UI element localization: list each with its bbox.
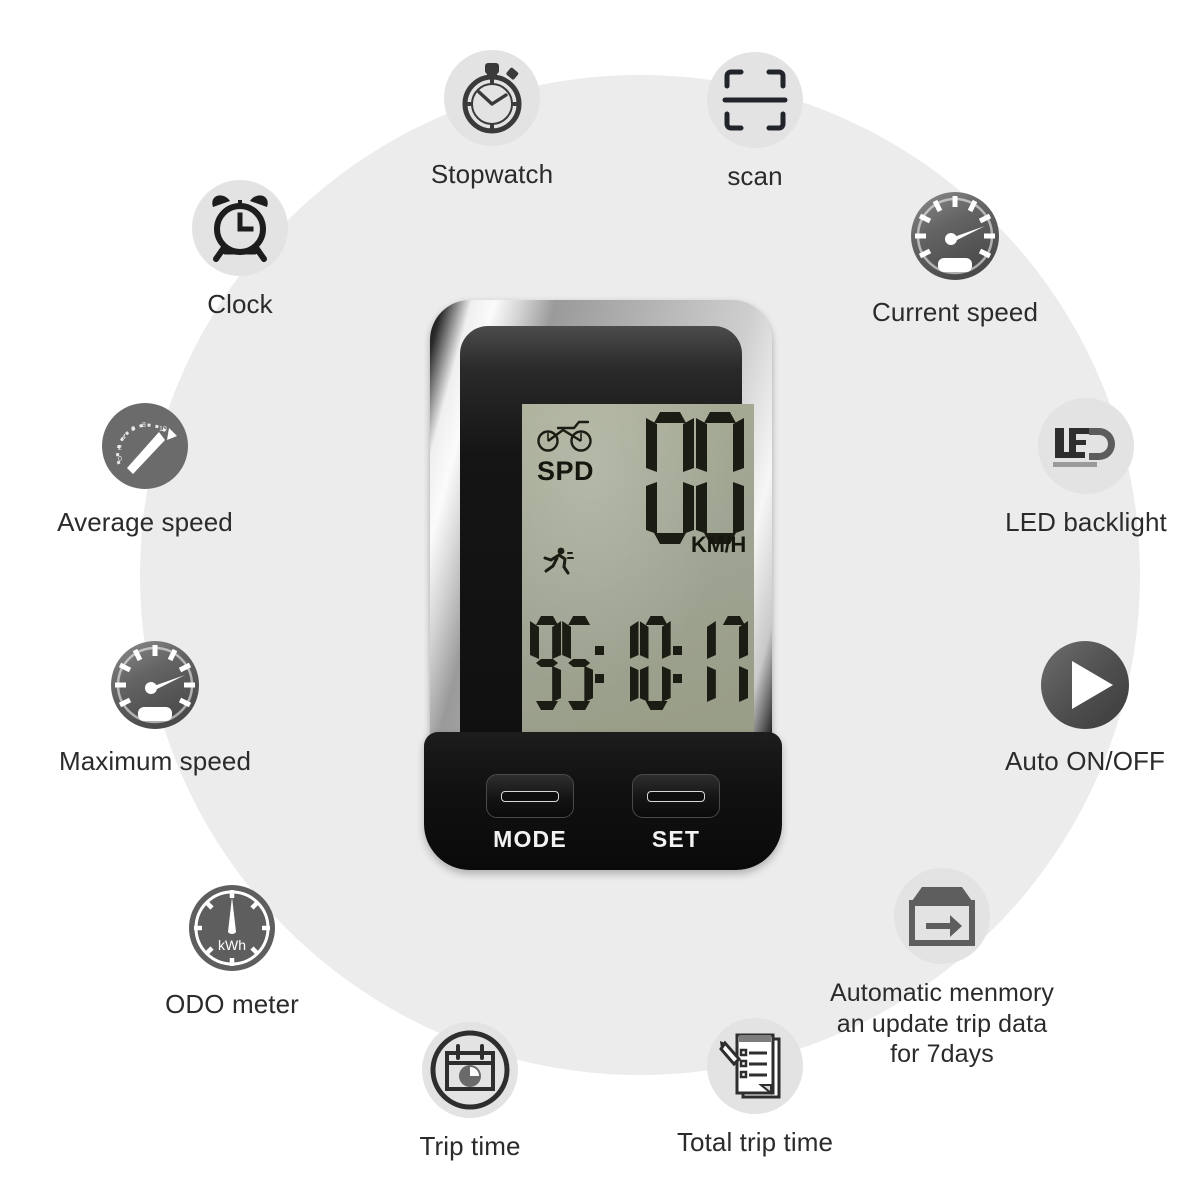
mode-button-label: MODE	[493, 826, 567, 852]
feature-label: LED backlight	[1005, 507, 1167, 537]
speedometer-icon	[907, 188, 1003, 284]
feature-average-speed[interactable]: 0 2 4 6 8 10 Average speed	[0, 398, 295, 538]
feature-trip-time[interactable]: Trip time	[320, 1022, 620, 1162]
svg-text:6: 6	[131, 426, 135, 433]
feature-led-backlight[interactable]: LED backlight	[936, 398, 1200, 538]
lcd-upper-section: SPD	[522, 404, 754, 600]
lcd-speed-value	[646, 412, 744, 544]
svg-text:4: 4	[122, 434, 126, 441]
feature-label: Average speed	[57, 507, 233, 537]
feature-label: Auto ON/OFF	[1004, 746, 1166, 776]
seven-segment-digit	[562, 616, 593, 710]
feature-label: Trip time	[419, 1131, 521, 1161]
calendar-clock-icon	[422, 1022, 518, 1118]
lcd-speed-unit: KM/H	[690, 532, 746, 557]
lcd-colon	[594, 616, 606, 710]
mode-button[interactable]	[486, 774, 574, 818]
lcd-mode-label: SPD	[537, 456, 595, 486]
runner-icon	[543, 547, 574, 575]
gauge-unit-label: kWh	[218, 937, 246, 953]
device-base: MODE SET	[424, 732, 782, 870]
average-gauge-icon: 0 2 4 6 8 10	[97, 398, 193, 494]
seven-segment-digit	[607, 616, 638, 710]
lcd-screen: SPD	[522, 404, 754, 734]
feature-label: Current speed	[871, 297, 1039, 327]
feature-current-speed[interactable]: Current speed	[805, 188, 1105, 328]
stopwatch-icon	[444, 50, 540, 146]
feature-label: ODO meter	[165, 989, 299, 1019]
feature-automatic-memory[interactable]: Automatic menmory an update trip data fo…	[792, 868, 1092, 1070]
clipboard-pencil-icon	[707, 1018, 803, 1114]
feature-label: scan	[727, 161, 783, 191]
led-logo-icon	[1038, 398, 1134, 494]
feature-total-trip-time[interactable]: Total trip time	[605, 1018, 905, 1158]
play-circle-icon	[1037, 637, 1133, 733]
seven-segment-digit	[685, 616, 716, 710]
feature-clock[interactable]: Clock	[90, 180, 390, 320]
feature-odo-meter[interactable]: kWh ODO meter	[82, 880, 382, 1020]
device-bezel: SPD	[460, 326, 754, 750]
feature-label: Total trip time	[676, 1127, 834, 1157]
feature-maximum-speed[interactable]: Maximum speed	[5, 637, 305, 777]
svg-text:2: 2	[118, 445, 122, 452]
svg-text:10: 10	[159, 426, 167, 433]
alarm-clock-icon	[192, 180, 288, 276]
feature-label: Automatic menmory an update trip data fo…	[830, 979, 1054, 1068]
lcd-colon	[672, 616, 684, 710]
seven-segment-digit	[717, 616, 748, 710]
feature-scan[interactable]: scan	[605, 52, 905, 192]
svg-text:8: 8	[142, 422, 146, 429]
archive-arrow-icon	[894, 868, 990, 964]
seven-segment-digit	[640, 616, 671, 710]
set-button-label: SET	[651, 826, 701, 852]
feature-label: Stopwatch	[430, 159, 554, 189]
odometer-gauge-icon: kWh	[184, 880, 280, 976]
feature-label: Maximum speed	[58, 746, 252, 776]
feature-auto-on-off[interactable]: Auto ON/OFF	[935, 637, 1200, 777]
scan-frame-icon	[707, 52, 803, 148]
bike-computer: SPD	[424, 300, 782, 870]
speedometer-icon	[107, 637, 203, 733]
feature-stopwatch[interactable]: Stopwatch	[342, 50, 642, 190]
feature-label: Clock	[207, 289, 273, 319]
seven-segment-digit	[646, 412, 694, 544]
seven-segment-digit	[696, 412, 744, 544]
seven-segment-digit	[530, 616, 561, 710]
svg-text:0: 0	[118, 456, 122, 463]
set-button[interactable]	[632, 774, 720, 818]
bicycle-icon	[537, 420, 592, 452]
lcd-time-value	[530, 616, 748, 710]
